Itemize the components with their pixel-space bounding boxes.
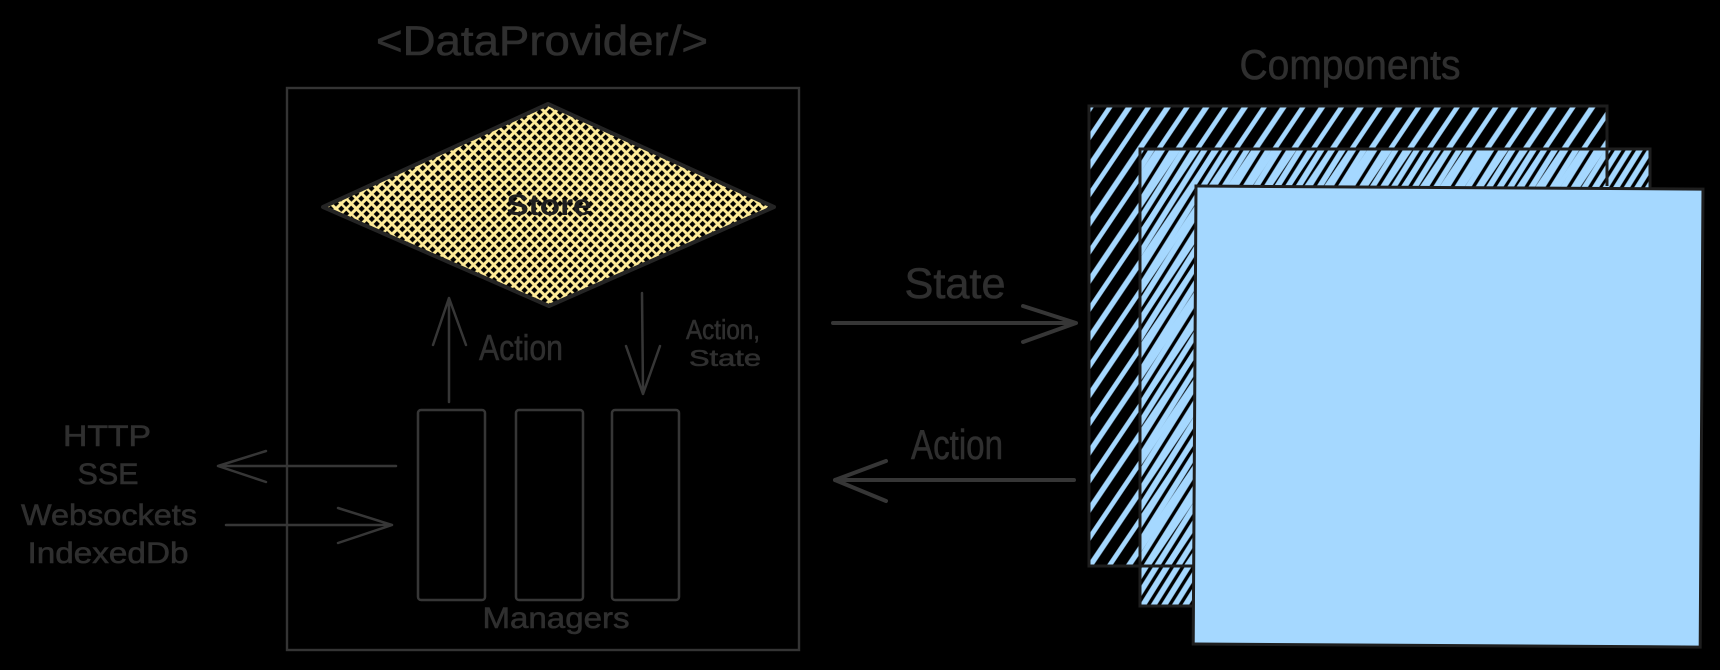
svg-text:State: State: [905, 260, 1006, 308]
svg-text:Store: Store: [507, 189, 592, 222]
svg-text:Action,: Action,: [686, 314, 760, 345]
svg-text:State: State: [689, 345, 761, 371]
svg-text:Managers: Managers: [483, 602, 630, 635]
svg-text:Action: Action: [911, 421, 1003, 468]
svg-text:SSE: SSE: [78, 458, 139, 491]
svg-text:IndexedDb: IndexedDb: [28, 537, 189, 570]
svg-text:Action: Action: [479, 327, 563, 368]
svg-text:HTTP: HTTP: [63, 420, 151, 453]
svg-text:Components: Components: [1240, 41, 1461, 88]
svg-text:<DataProvider/>: <DataProvider/>: [376, 17, 708, 64]
svg-text:Websockets: Websockets: [21, 499, 197, 532]
